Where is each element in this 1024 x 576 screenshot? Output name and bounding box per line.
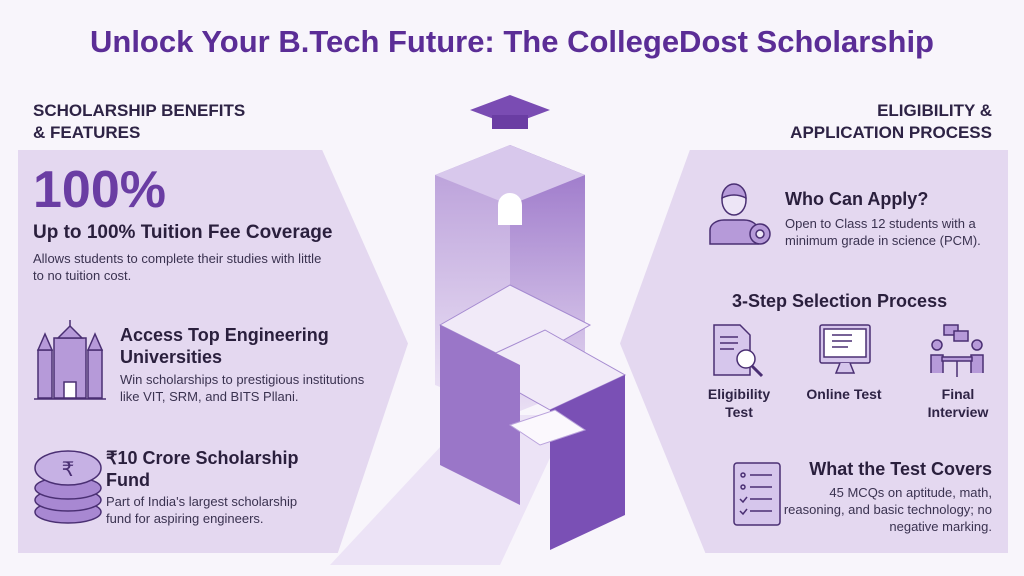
access-desc: Win scholarships to prestigious institut…: [120, 372, 365, 404]
student-gear-icon: [709, 183, 771, 245]
heading-line: APPLICATION PROCESS: [790, 123, 992, 142]
test-desc: 45 MCQs on aptitude, math, reasoning, an…: [783, 485, 992, 534]
checklist-icon: [733, 462, 781, 526]
svg-text:₹: ₹: [62, 457, 75, 481]
access-title: Access Top Engineering Universities: [120, 325, 329, 367]
interview-meeting-icon: [930, 324, 984, 377]
fund-title: ₹10 Crore Scholarship Fund: [106, 448, 299, 490]
coverage-title: Up to 100% Tuition Fee Coverage: [33, 222, 333, 243]
left-section-heading: SCHOLARSHIP BENEFITS & FEATURES: [33, 100, 245, 144]
heading-line: ELIGIBILITY &: [877, 101, 992, 120]
coverage-stat: 100%: [33, 161, 166, 219]
who-desc: Open to Class 12 students with a minimum…: [785, 216, 981, 248]
university-buildings-icon: [34, 320, 106, 400]
rupee-coins-icon: ₹: [34, 450, 102, 524]
heading-line: & FEATURES: [33, 123, 141, 142]
eligibility-panel: [620, 150, 1008, 553]
computer-test-icon: [819, 324, 871, 374]
page-title: Unlock Your B.Tech Future: The CollegeDo…: [90, 24, 934, 59]
step-online-test: Online Test: [806, 386, 882, 402]
test-title: What the Test Covers: [809, 459, 992, 479]
step-final-interview: Final Interview: [927, 386, 989, 420]
heading-line: SCHOLARSHIP BENEFITS: [33, 101, 246, 120]
step-eligibility-test: Eligibility Test: [707, 386, 771, 420]
right-section-heading: ELIGIBILITY & APPLICATION PROCESS: [790, 100, 992, 144]
document-search-icon: [713, 324, 764, 378]
tower-illustration-icon: [330, 95, 627, 565]
fund-desc: Part of India's largest scholarship fund…: [106, 494, 298, 526]
steps-title: 3-Step Selection Process: [732, 291, 948, 311]
coverage-desc: Allows students to complete their studie…: [33, 251, 322, 283]
who-title: Who Can Apply?: [785, 189, 929, 209]
